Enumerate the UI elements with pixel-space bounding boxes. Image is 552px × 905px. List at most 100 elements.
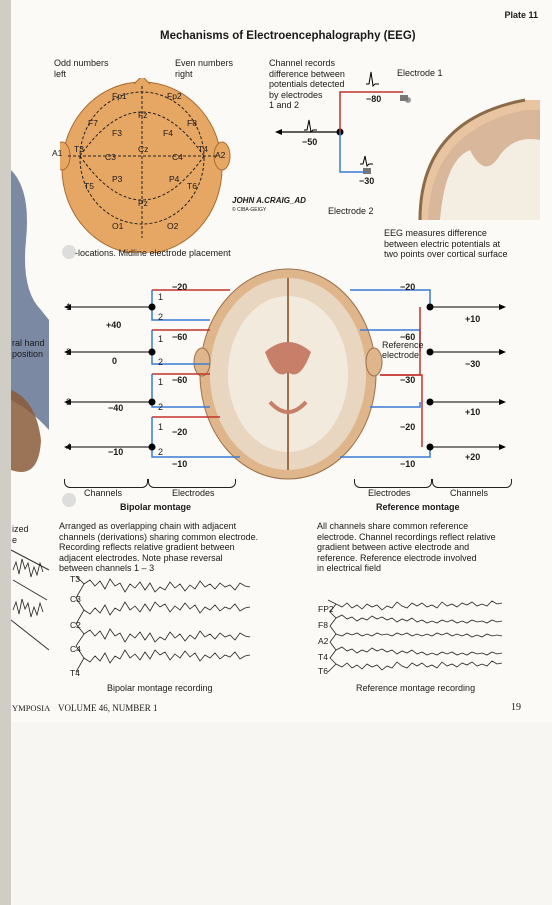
electrode-label: T4 <box>198 144 208 154</box>
bipolar-description: Arranged as overlapping chain with adjac… <box>59 521 258 574</box>
electrode-label: O1 <box>112 221 123 231</box>
bipolar-electrode-value: −20 <box>172 427 187 437</box>
plate-number: Plate 11 <box>504 10 538 20</box>
reference-trace-label: F8 <box>318 620 328 630</box>
reference-trace-label: T6 <box>318 666 328 676</box>
reference-recording-caption: Reference montage recording <box>356 683 475 694</box>
previous-page-strip <box>11 150 49 710</box>
bipolar-electrodes-label: Electrodes <box>172 488 215 499</box>
reference-recording-traces <box>318 598 528 676</box>
electrode-1-label: Electrode 1 <box>397 68 443 79</box>
reference-heading: Reference montage <box>376 502 460 513</box>
bipolar-electrode-value: −60 <box>172 375 187 385</box>
page-title: Mechanisms of Electroencephalography (EE… <box>160 30 416 42</box>
electrode-label: Fp2 <box>167 91 182 101</box>
bipolar-trace-label: C2 <box>70 620 81 630</box>
bipolar-pair-index: 2 <box>158 312 163 322</box>
reference-trace-labels: FP2 F8 A2 T4 T6 <box>318 598 338 678</box>
electrode-label: T3 <box>74 144 84 154</box>
previous-page-illustration <box>11 150 49 710</box>
bipolar-channel-number: 1 <box>66 302 71 312</box>
electrode-label: C4 <box>172 152 183 162</box>
bipolar-recording-caption: Bipolar montage recording <box>107 683 213 694</box>
electrode-labels: Fp1 Fp2 F7 F3 Fz F4 F8 A1 T3 C3 Cz C4 T4… <box>60 78 240 253</box>
bipolar-pair-index: 1 <box>158 377 163 387</box>
reference-channel-value: +20 <box>465 452 480 462</box>
electrode-label: F7 <box>88 118 98 128</box>
reference-channels-bracket <box>432 479 512 488</box>
punch-hole-icon <box>62 493 76 507</box>
bipolar-pair-index: 1 <box>158 292 163 302</box>
bipolar-trace-label: T3 <box>70 574 80 584</box>
bipolar-pair-index: 2 <box>158 357 163 367</box>
electrode-label: F3 <box>112 128 122 138</box>
electrode-label: T5 <box>84 181 94 191</box>
electrode-label: P4 <box>169 174 179 184</box>
page-number: 19 <box>511 702 521 713</box>
electrode-placement-caption: -locations. Midline electrode placement <box>75 248 231 258</box>
blank-area <box>11 722 552 905</box>
bipolar-pair-index: 2 <box>158 402 163 412</box>
electrode-label: A1 <box>52 148 62 158</box>
electrode-label: P3 <box>112 174 122 184</box>
electrode-label: T6 <box>187 181 197 191</box>
electrode-label: Cz <box>138 144 148 154</box>
electrode-label: A2 <box>215 150 225 160</box>
value-neg30: −30 <box>359 176 374 187</box>
volume-footer: VOLUME 46, NUMBER 1 <box>58 703 158 713</box>
montage-labels: 1 2 3 4 +40 0 −40 −10 −20 −60 −60 −20 −1… <box>60 262 520 482</box>
book-spine <box>0 0 11 905</box>
reference-electrode-value: −20 <box>400 422 415 432</box>
bipolar-electrodes-bracket <box>148 479 236 488</box>
bipolar-channel-value: 0 <box>112 356 117 366</box>
bipolar-electrode-value: −10 <box>172 459 187 469</box>
bipolar-recording-traces <box>70 572 270 680</box>
electrode-label: Pz <box>138 198 148 208</box>
reference-trace-label: A2 <box>318 636 328 646</box>
value-neg50: −50 <box>302 137 317 148</box>
electrode-label: C3 <box>105 152 116 162</box>
electrode-label: O2 <box>167 221 178 231</box>
reference-electrode-value: −10 <box>400 459 415 469</box>
bipolar-heading: Bipolar montage <box>120 502 191 513</box>
bipolar-channel-value: −10 <box>108 447 123 457</box>
reference-trace-label: FP2 <box>318 604 334 614</box>
bipolar-channel-number: 4 <box>66 442 71 452</box>
reference-channel-value: +10 <box>465 314 480 324</box>
electrode-label: Fp1 <box>112 91 127 101</box>
bipolar-trace-label: T4 <box>70 668 80 678</box>
bipolar-channel-value: −40 <box>108 403 123 413</box>
bipolar-trace-label: C3 <box>70 594 81 604</box>
electrode-label: F4 <box>163 128 173 138</box>
bipolar-electrode-value: −60 <box>172 332 187 342</box>
bipolar-electrode-value: −20 <box>172 282 187 292</box>
bipolar-pair-index: 1 <box>158 422 163 432</box>
reference-channel-value: +10 <box>465 407 480 417</box>
reference-electrode-value: −30 <box>400 375 415 385</box>
bipolar-trace-label: C4 <box>70 644 81 654</box>
bipolar-channel-number: 3 <box>66 397 71 407</box>
reference-trace-label: T4 <box>318 652 328 662</box>
bipolar-channels-label: Channels <box>84 488 122 499</box>
electrode-label: F8 <box>187 118 197 128</box>
reference-electrodes-label: Electrodes <box>368 488 411 499</box>
left-edge-symposia: YMPOSIA <box>12 703 50 713</box>
electrode-2-label: Electrode 2 <box>328 206 374 217</box>
value-neg80: −80 <box>366 94 381 105</box>
electrode-label: Fz <box>138 110 147 120</box>
reference-channel-value: −30 <box>465 359 480 369</box>
bipolar-channel-number: 2 <box>66 347 71 357</box>
bipolar-channels-bracket <box>64 479 148 488</box>
punch-hole-icon <box>62 245 76 259</box>
reference-electrode-value: −20 <box>400 282 415 292</box>
reference-channels-label: Channels <box>450 488 488 499</box>
copyright-note: © CIBA-GEIGY <box>232 207 266 213</box>
bipolar-channel-value: +40 <box>106 320 121 330</box>
